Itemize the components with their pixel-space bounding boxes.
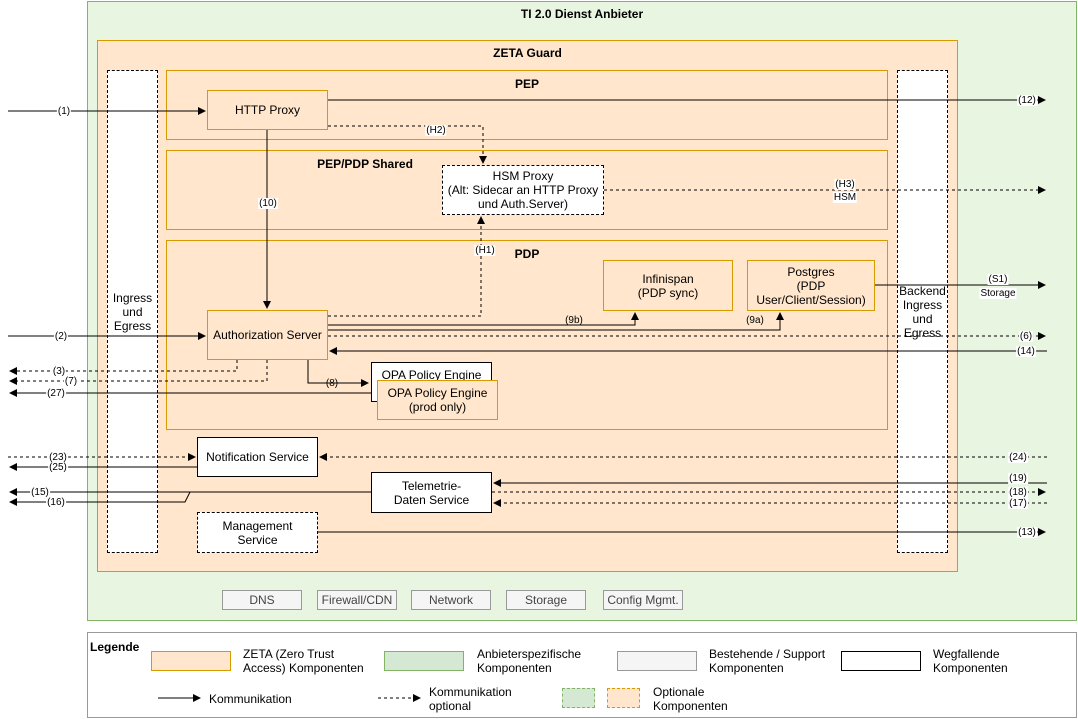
edge-label-6: (6) — [1018, 331, 1034, 342]
legend-optional-green-swatch — [562, 688, 595, 708]
edge-label-s1-sub: Storage — [979, 288, 1017, 299]
legend-optional-orange-swatch — [607, 688, 640, 708]
postgres[interactable]: Postgres (PDP User/Client/Session) — [747, 260, 875, 311]
telemetry-service[interactable]: Telemetrie- Daten Service — [371, 472, 492, 513]
shared-title: PEP/PDP Shared — [317, 157, 413, 171]
pdp-title: PDP — [514, 247, 540, 261]
legend-comm-optional-label: Kommunikation optional — [429, 685, 512, 713]
edge-label-27: (27) — [46, 388, 66, 399]
edge-label-h2: (H2) — [425, 125, 447, 136]
edge-label-8: (8) — [325, 378, 339, 389]
edge-label-7: (7) — [63, 376, 79, 387]
notification-service[interactable]: Notification Service — [197, 437, 318, 477]
legend-existing-label: Bestehende / Support Komponenten — [709, 647, 826, 675]
backend-ingress-egress: Backend Ingress und Egress — [897, 70, 948, 553]
edge-label-h3: (H3) — [834, 179, 856, 190]
hsm-proxy[interactable]: HSM Proxy (Alt: Sidecar an HTTP Proxy un… — [442, 165, 604, 215]
edge-label-9b: (9b) — [565, 315, 583, 326]
edge-label-14: (14) — [1016, 346, 1036, 357]
legend-zeta-swatch — [151, 651, 231, 671]
edge-7 — [9, 360, 268, 385]
edge-label-25: (25) — [48, 462, 68, 473]
edge-h1 — [328, 216, 485, 317]
edge-label-17: (17) — [1008, 498, 1028, 509]
provider-title: TI 2.0 Dienst Anbieter — [520, 7, 644, 21]
edge-label-h1: (H1) — [474, 245, 496, 256]
edge-label-9a: (9a) — [746, 315, 764, 326]
opa-policy-engine-prod[interactable]: OPA Policy Engine (prod only) — [377, 380, 498, 420]
edge-label-15: (15) — [30, 487, 50, 498]
edge-label-23: (23) — [48, 452, 68, 463]
support-config-mgmt: Config Mgmt. — [603, 590, 683, 610]
edge-9a — [328, 312, 784, 331]
legend-existing-swatch — [617, 651, 697, 671]
management-service[interactable]: Management Service — [197, 512, 318, 553]
zeta-guard-title: ZETA Guard — [493, 46, 562, 60]
pep-title: PEP — [514, 77, 539, 91]
edge-label-19: (19) — [1008, 473, 1028, 484]
legend-title: Legende — [90, 640, 140, 654]
edge-label-2: (2) — [53, 331, 69, 342]
legend-optional-label: Optionale Komponenten — [653, 685, 728, 713]
support-storage: Storage — [506, 590, 586, 610]
support-network: Network — [411, 590, 491, 610]
edge-label-h3-sub: HSM — [832, 192, 858, 203]
edge-9b — [328, 312, 639, 326]
http-proxy[interactable]: HTTP Proxy — [207, 90, 328, 130]
edge-3 — [9, 360, 238, 375]
legend-zeta-label: ZETA (Zero Trust Access) Komponenten — [243, 647, 364, 675]
edge-h2 — [328, 125, 487, 164]
legend-comm-label: Kommunikation — [209, 692, 292, 706]
authorization-server[interactable]: Authorization Server — [207, 310, 328, 360]
edge-label-3: (3) — [51, 366, 67, 377]
edge-label-10: (10) — [258, 198, 278, 209]
legend-provider-label: Anbieterspezifische Komponenten — [477, 647, 582, 675]
legend-removed-swatch — [841, 651, 921, 671]
infinispan[interactable]: Infinispan (PDP sync) — [603, 260, 733, 311]
support-firewall-cdn: Firewall/CDN — [317, 590, 397, 610]
ingress-egress-left: Ingress und Egress — [107, 70, 158, 553]
edge-8 — [307, 360, 369, 387]
edge-label-16: (16) — [46, 497, 66, 508]
support-dns: DNS — [222, 590, 302, 610]
legend-removed-label: Wegfallende Komponenten — [933, 647, 1008, 675]
edge-label-24: (24) — [1008, 452, 1028, 463]
edge-label-13: (13) — [1017, 527, 1037, 538]
edge-label-18: (18) — [1008, 487, 1028, 498]
edge-label-12: (12) — [1017, 95, 1037, 106]
edge-16 — [9, 491, 371, 506]
legend-provider-swatch — [384, 651, 464, 671]
edge-label-s1: (S1) — [987, 274, 1009, 285]
edge-label-1: (1) — [56, 106, 72, 117]
